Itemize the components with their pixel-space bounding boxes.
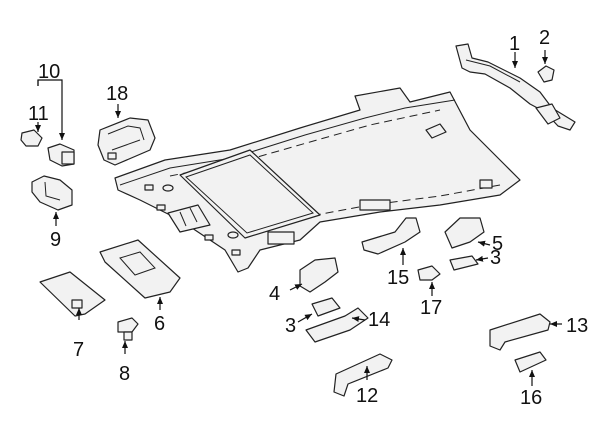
part-2-clip: [537, 65, 555, 83]
sunroof-opening: [179, 149, 321, 239]
part-5-bracket: [444, 217, 485, 249]
part-8-visor-clip: [117, 317, 139, 341]
part-17-bulb: [417, 265, 441, 281]
callout-11: 11: [28, 103, 49, 125]
part-3-cover-b: [449, 255, 479, 271]
part-6-sun-visor: [99, 239, 181, 299]
part-16-cover: [514, 351, 547, 373]
part-4-bracket: [299, 257, 339, 293]
callout-9: 9: [50, 229, 61, 251]
part-12-grab-handle: [333, 353, 393, 397]
headliner-panel: [114, 87, 521, 273]
callout-16: 16: [520, 387, 542, 409]
part-11-bulb: [20, 129, 43, 147]
callout-3b: 3: [490, 247, 501, 269]
callout-4: 4: [269, 283, 280, 305]
callout-13: 13: [566, 315, 588, 337]
callout-18: 18: [106, 83, 128, 105]
callout-14: 14: [368, 309, 390, 331]
callout-16-17: 17: [420, 297, 442, 319]
part-15-bracket: [361, 217, 421, 255]
callout-3a: 3: [285, 315, 296, 337]
callout-8: 8: [119, 363, 130, 385]
part-3-cover-a: [311, 297, 341, 317]
part-7-visor-panel: [39, 271, 106, 317]
part-13-grab-handle: [489, 313, 551, 351]
callout-6: 6: [154, 313, 165, 335]
callout-5: 5: [492, 233, 503, 255]
leader-lines: [35, 50, 562, 386]
part-10-socket: [47, 143, 75, 167]
callout-10: 10: [38, 61, 60, 83]
callout-2: 2: [539, 27, 550, 49]
callout-15: 15: [387, 267, 409, 289]
part-9-lamp: [31, 175, 73, 211]
callout-1: 1: [509, 33, 520, 55]
part-14-bracket: [305, 307, 369, 343]
part-18-overhead-console: [97, 117, 156, 166]
callout-7: 7: [73, 339, 84, 361]
part-1-rear-rail: [455, 43, 576, 131]
callout-labels: 1 2 3 3 4 5 6 7 8 9 10 11 12 13 14 15 17…: [28, 27, 588, 409]
callout-12: 12: [356, 385, 378, 407]
